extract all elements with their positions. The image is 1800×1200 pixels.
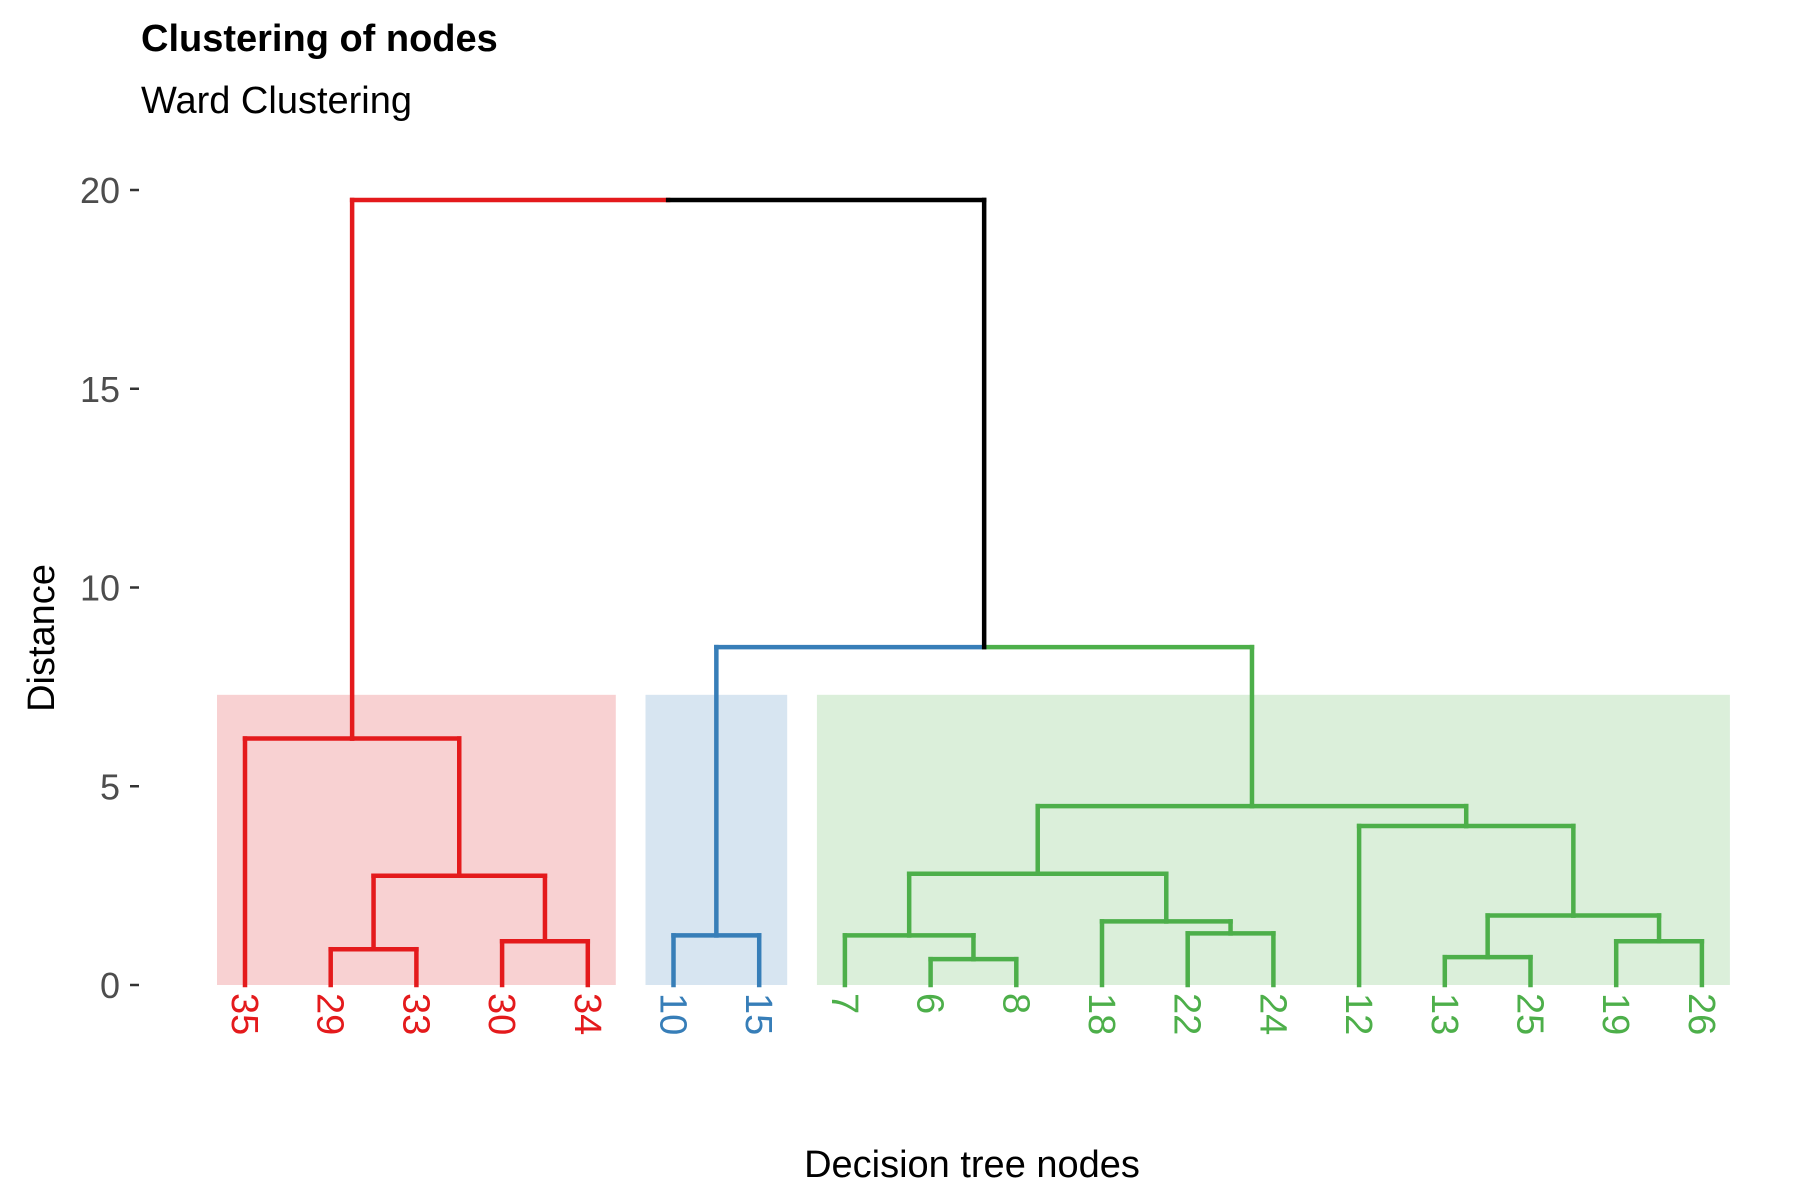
leaf-label-34: 34	[566, 993, 608, 1035]
y-tick-label-5: 5	[100, 766, 120, 807]
leaf-label-30: 30	[480, 993, 522, 1035]
leaf-label-10: 10	[652, 993, 694, 1035]
leaf-label-8: 8	[994, 993, 1036, 1014]
y-tick-label-15: 15	[80, 369, 120, 410]
leaf-label-24: 24	[1251, 993, 1293, 1035]
leaf-label-26: 26	[1680, 993, 1722, 1035]
leaf-label-13: 13	[1423, 993, 1465, 1035]
chart-title: Clustering of nodes	[141, 18, 498, 60]
leaf-label-18: 18	[1080, 993, 1122, 1035]
leaf-label-7: 7	[823, 993, 865, 1014]
leaf-label-12: 12	[1337, 993, 1379, 1035]
chart-subtitle: Ward Clustering	[141, 80, 413, 122]
leaf-label-6: 6	[909, 993, 951, 1014]
leaf-label-25: 25	[1509, 993, 1551, 1035]
cluster-1-rect	[217, 694, 616, 985]
leaf-label-33: 33	[394, 993, 436, 1035]
y-tick-label-10: 10	[80, 568, 120, 609]
x-axis-label: Decision tree nodes	[804, 1144, 1140, 1186]
y-tick-label-20: 20	[80, 170, 120, 211]
leaf-label-29: 29	[309, 993, 351, 1035]
y-axis-label: Distance	[21, 564, 63, 712]
leaf-label-19: 19	[1594, 993, 1636, 1035]
leaf-label-22: 22	[1166, 993, 1208, 1035]
leaf-label-15: 15	[737, 993, 779, 1035]
leaf-label-35: 35	[223, 993, 265, 1035]
y-tick-label-0: 0	[100, 965, 120, 1006]
